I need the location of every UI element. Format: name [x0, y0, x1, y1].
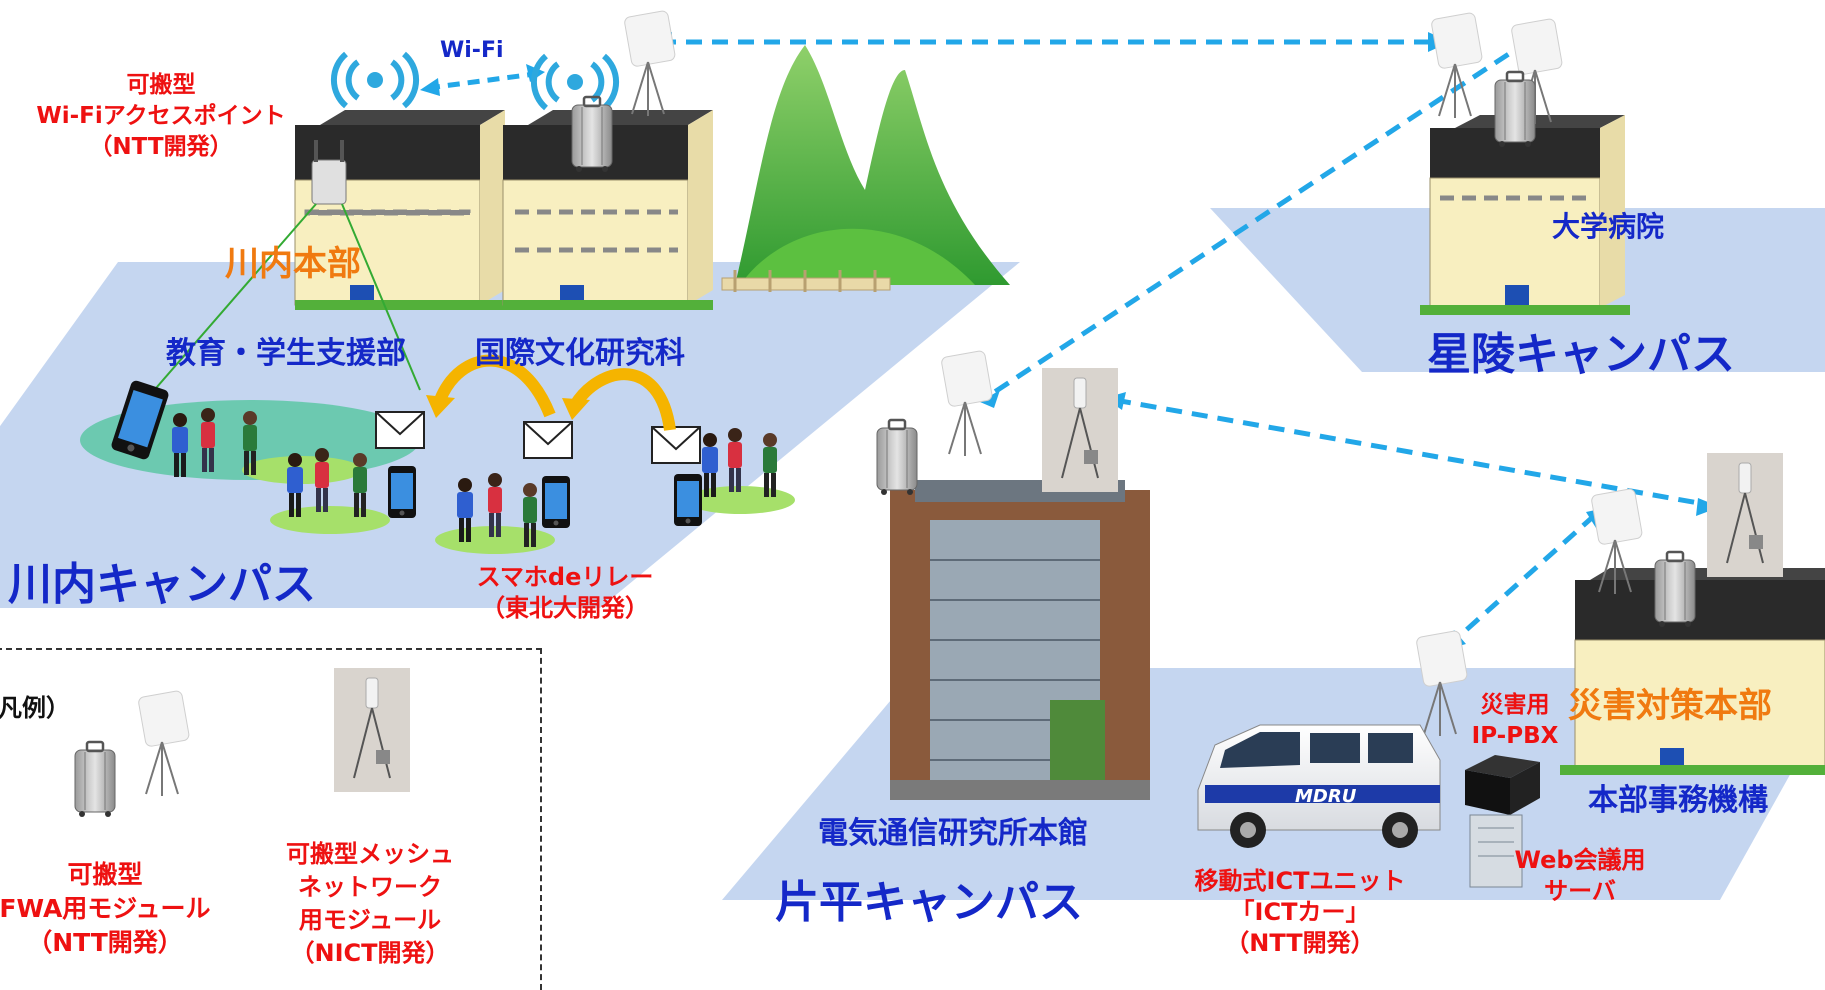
envelope-icon — [375, 411, 425, 449]
hq-admin-label: 本部事務機構 — [1588, 783, 1768, 818]
van-icon — [1197, 724, 1441, 848]
kawauchi-campus-label: 川内キャンパス — [8, 559, 316, 610]
mountain-icon — [721, 45, 1010, 292]
riec-main-building — [890, 480, 1150, 800]
mesh-module-icon — [1706, 452, 1784, 578]
intl-culture-label: 国際文化研究科 — [475, 336, 685, 371]
wifi-label: Wi-Fi — [440, 38, 504, 63]
relay-arrows — [434, 354, 676, 431]
person-icon — [763, 433, 777, 497]
suitcase-icon — [1493, 70, 1537, 149]
disaster-hq-label: 災害対策本部 — [1568, 686, 1772, 726]
hq-admin-building — [1560, 568, 1825, 775]
kawauchi-hq-label: 川内本部 — [225, 244, 361, 284]
wifi-signal-icon — [330, 51, 420, 109]
fwa-antenna-icon — [622, 9, 677, 118]
legend-frame — [0, 648, 542, 990]
envelope-icon — [651, 426, 701, 464]
ict-unit-label: 移動式ICTユニット 「ICTカー」 （NTT開発） — [1194, 867, 1406, 957]
kawauchi-campus-plane — [0, 262, 1020, 608]
education-dept-label: 教育・学生支援部 — [166, 336, 406, 371]
legend-fwa-label: 可搬型 FWA用モジュール （NTT開発） — [0, 860, 211, 957]
suitcase-icon — [1653, 550, 1697, 629]
portable-ap-label: 可搬型 Wi-Fiアクセスポイント （NTT開発） — [36, 72, 286, 160]
riec-main-label: 電気通信研究所本館 — [818, 816, 1088, 851]
legend-title: 凡例） — [0, 694, 70, 722]
van-logo-text: MDRU — [1295, 786, 1357, 807]
katahira-campus-label: 片平キャンパス — [775, 877, 1083, 928]
suitcase-icon — [570, 95, 614, 174]
web-server-label: Web会議用 サーバ — [1514, 846, 1646, 905]
wifi-access-point-icon — [311, 140, 347, 205]
pbx-icon — [1465, 755, 1540, 815]
legend-mesh-label: 可搬型メッシュ ネットワーク 用モジュール （NICT開発） — [286, 840, 454, 967]
mesh-module-icon — [1041, 367, 1119, 493]
envelope-icon — [523, 421, 573, 459]
suitcase-icon — [875, 418, 919, 497]
sumaho-relay-label: スマホdeリレー （東北大開発） — [476, 563, 654, 622]
university-hospital-label: 大学病院 — [1552, 210, 1665, 243]
seiryo-campus-label: 星陵キャンパス — [1427, 329, 1735, 380]
server-icon — [1469, 814, 1523, 888]
smartphone-icon — [388, 466, 416, 518]
smartphone-icon — [674, 474, 702, 526]
disaster-pbx-label: 災害用 IP-PBX — [1471, 692, 1559, 749]
smartphone-icon — [542, 476, 570, 528]
wireless-links — [660, 37, 1711, 642]
